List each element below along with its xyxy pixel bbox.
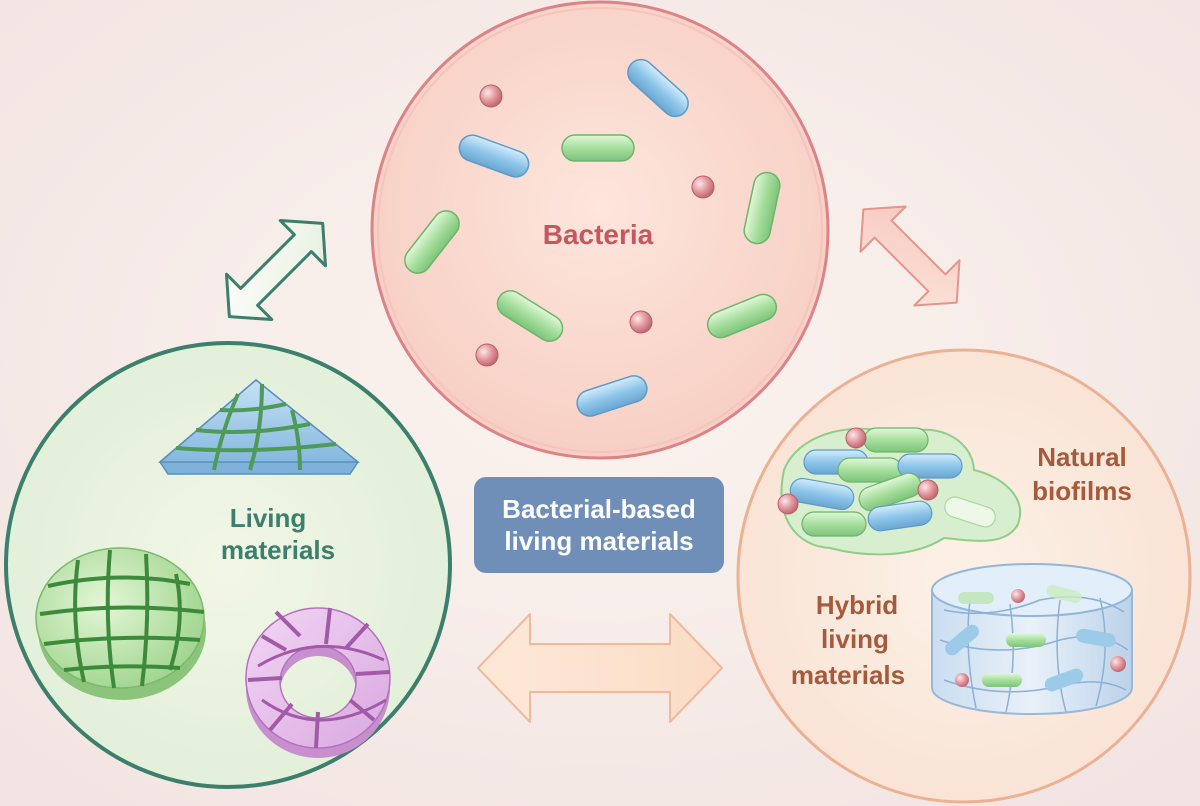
bacteria-rod	[404, 210, 460, 274]
living-materials-label-line1: Living	[230, 503, 307, 533]
bacteria-rod	[576, 375, 648, 417]
bacteria-label: Bacteria	[543, 219, 654, 250]
natural-biofilms-label-line1: Natural	[1037, 442, 1127, 472]
bacteria-rod	[458, 134, 530, 178]
hybrid-label-line3: materials	[791, 660, 905, 690]
central-title-line1: Bacterial-based	[502, 494, 696, 524]
double-arrow-living-hybrid	[477, 613, 723, 723]
bacteria-rod	[496, 290, 564, 342]
bacteria-rod	[627, 58, 689, 118]
bacteria-rod	[561, 134, 635, 162]
double-arrow-bacteria-biofilm	[859, 205, 961, 307]
central-title-box: Bacterial-based living materials	[474, 477, 724, 573]
bacteria-sphere	[479, 84, 503, 108]
bacteria-sphere	[691, 175, 715, 199]
bacteria-sphere	[475, 343, 499, 367]
biofilm-hybrid-node: Natural biofilms Hybrid living materials	[736, 348, 1192, 804]
ring-material-icon	[245, 607, 391, 759]
bacteria-node: Bacteria	[370, 0, 830, 460]
disc-material-icon	[35, 547, 206, 700]
double-arrow-living-bacteria	[225, 219, 327, 321]
hydrogel-cylinder-icon	[931, 563, 1133, 715]
natural-biofilms-label-line2: biofilms	[1032, 476, 1132, 506]
hybrid-label-line1: Hybrid	[816, 590, 898, 620]
bacteria-rod	[743, 171, 781, 245]
biofilm-icon	[777, 427, 1021, 556]
living-materials-node: Living materials	[4, 341, 452, 789]
bacteria-sphere	[629, 310, 653, 334]
triangle-material-icon	[157, 379, 361, 475]
central-title-line2: living materials	[504, 526, 694, 556]
bacteria-rod	[706, 293, 778, 339]
living-materials-label-line2: materials	[221, 535, 335, 565]
hybrid-label-line2: living	[821, 624, 889, 654]
